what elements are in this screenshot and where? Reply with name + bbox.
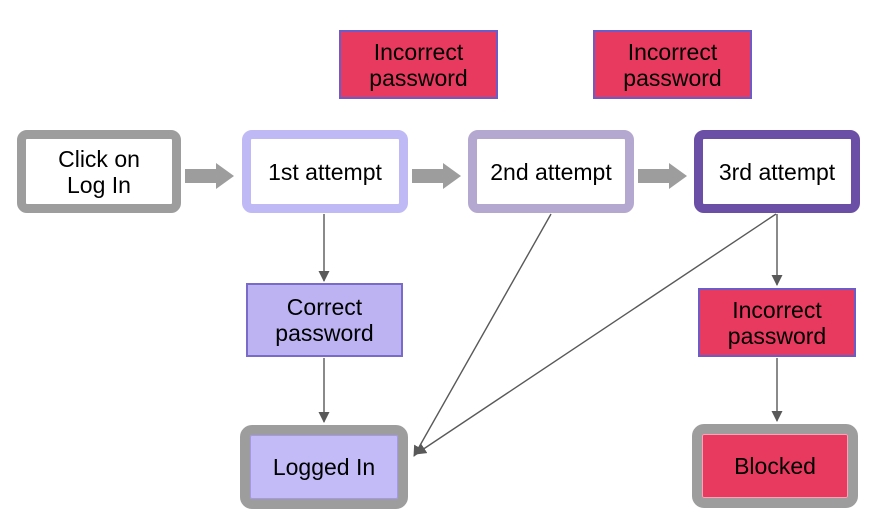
arrow-attempt2-to-attempt3 [638, 163, 687, 189]
node-label: Incorrect password [623, 38, 722, 91]
arrow-clicklogin-to-attempt1 [185, 163, 234, 189]
node-label: Logged In [272, 454, 376, 480]
arrow-attempt1-to-attempt2 [412, 163, 461, 189]
node-3rd-attempt: 3rd attempt [694, 130, 860, 213]
node-label: 2nd attempt [490, 158, 612, 185]
node-label: Blocked [734, 453, 816, 479]
node-1st-attempt: 1st attempt [242, 130, 408, 213]
node-incorrect-password-top-2: Incorrect password [593, 30, 752, 99]
arrow-attempt2-to-loggedin [413, 213, 552, 457]
node-label: Incorrect password [369, 38, 468, 91]
node-click-log-in: Click on Log In [17, 130, 181, 213]
node-logged-in: Logged In [240, 425, 408, 509]
node-label: Correct password [275, 294, 374, 346]
node-blocked: Blocked [692, 424, 858, 508]
node-label: Incorrect password [727, 296, 827, 349]
node-incorrect-password-bottom: Incorrect password [698, 288, 856, 357]
node-label: 1st attempt [268, 158, 382, 185]
node-label: Click on Log In [58, 145, 140, 198]
node-label: 3rd attempt [718, 158, 836, 185]
node-correct-password: Correct password [246, 283, 403, 357]
node-incorrect-password-top-1: Incorrect password [339, 30, 498, 99]
node-2nd-attempt: 2nd attempt [468, 130, 634, 213]
